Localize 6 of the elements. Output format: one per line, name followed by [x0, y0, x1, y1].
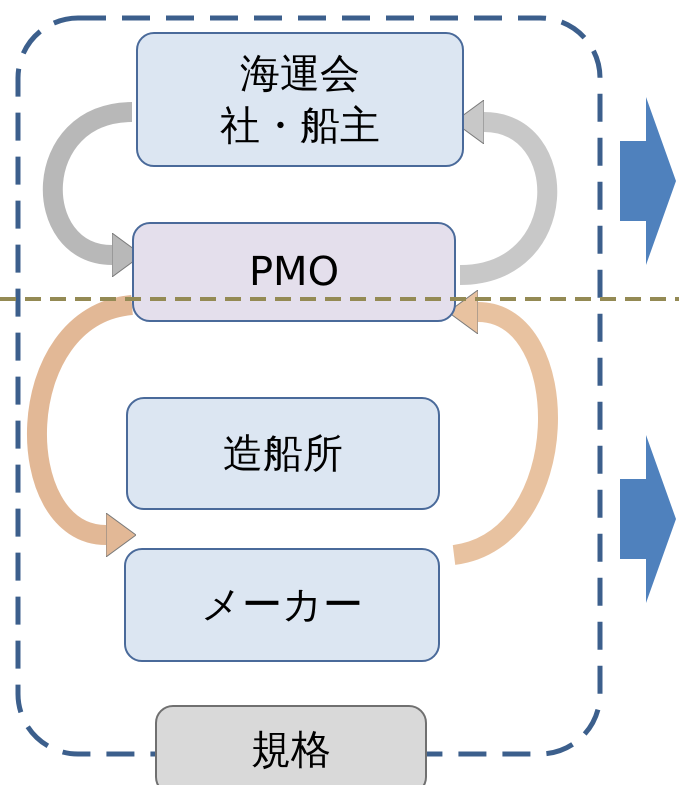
organization-box: メーカー: [124, 548, 440, 662]
organization-box: 造船所: [126, 397, 440, 510]
organization-box: PMO: [132, 222, 456, 322]
curved-arrow: [27, 295, 136, 558]
organization-box: 規格: [155, 705, 427, 785]
organization-box: 海運会社・船主: [136, 32, 464, 167]
